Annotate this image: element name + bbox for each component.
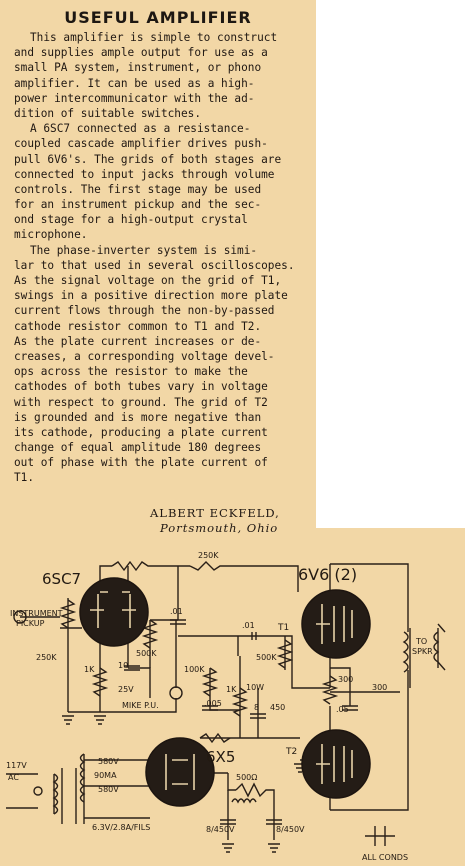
article-line: its cathode, producing a plate current bbox=[14, 425, 268, 439]
tube-6sc7 bbox=[79, 577, 149, 647]
article-line: coupled cascade amplifier drives push- bbox=[14, 137, 268, 151]
article-line: cathode resistor common to T1 and T2. bbox=[14, 319, 262, 333]
article-line: A 6SC7 connected as a resistance- bbox=[30, 122, 251, 136]
label-8-450v-a: 8/450V bbox=[206, 825, 235, 834]
label-1k-mid: 1K bbox=[226, 685, 237, 694]
article-line: dition of suitable switches. bbox=[14, 106, 202, 120]
label-6sc7: 6SC7 bbox=[42, 570, 81, 588]
article-line: current flows through the non-by-passed bbox=[14, 304, 275, 318]
label-10w: 10W bbox=[246, 683, 264, 692]
article-line: T1. bbox=[14, 471, 35, 485]
label-t2: T2 bbox=[285, 747, 297, 757]
article-line: microphone. bbox=[14, 228, 88, 242]
article-line: This amplifier is simple to construct bbox=[30, 31, 278, 44]
label-fils: 6.3V/2.8A/FILS bbox=[92, 823, 150, 832]
article-line: and supplies ample output for use as a bbox=[14, 46, 268, 60]
article-line: cathodes of both tubes vary in voltage bbox=[14, 380, 268, 394]
article-line: change of equal amplitude 180 degrees bbox=[14, 441, 262, 455]
label-mike-pu: MIKE P.U. bbox=[122, 701, 159, 710]
label-to: TO bbox=[415, 637, 427, 646]
label-250k-top: 250K bbox=[198, 551, 219, 560]
article-line: creases, a corresponding voltage devel- bbox=[14, 349, 275, 363]
article-line: with respect to ground. The grid of T2 bbox=[14, 395, 268, 409]
amplifier-schematic: 6SC7 6V6 (2) 6X5 INSTRUMENT PICKUP 250K … bbox=[6, 551, 446, 862]
article-line: controls. The first stage may be used bbox=[14, 182, 262, 196]
article-line: power intercommunicator with the ad- bbox=[14, 91, 255, 105]
label-6v6: 6V6 (2) bbox=[298, 565, 357, 584]
label-580v-a: 580V bbox=[98, 757, 119, 766]
label-300b: 300 bbox=[372, 683, 387, 692]
label-ac: AC bbox=[8, 773, 19, 782]
article-title: USEFUL AMPLIFIER bbox=[64, 8, 252, 27]
label-500k-right: 500K bbox=[256, 653, 277, 662]
label-1k-left: 1K bbox=[84, 665, 95, 674]
input-jacks bbox=[13, 610, 183, 796]
author-location: Portsmouth, Ohio bbox=[160, 521, 279, 535]
tube-6v6-t2 bbox=[301, 729, 371, 799]
label-pickup: PICKUP bbox=[16, 619, 45, 628]
article-line: ond stage for a high-output crystal bbox=[14, 213, 248, 227]
tube-6x5 bbox=[145, 737, 215, 807]
label-90ma: 90MA bbox=[94, 771, 117, 780]
article-body: This amplifier is simple to construct an… bbox=[14, 30, 307, 486]
resistor-symbols bbox=[59, 599, 339, 744]
article-line: small PA system, instrument, or phono bbox=[14, 61, 262, 75]
article-line: for an instrument pickup and the sec- bbox=[14, 198, 262, 212]
article-line: connected to input jacks through volume bbox=[14, 167, 275, 181]
label-300: 300 bbox=[338, 675, 353, 684]
label-005: .005 bbox=[204, 699, 222, 708]
author-name: ALBERT ECKFELD, bbox=[150, 506, 280, 520]
article-line: out of phase with the plate current of bbox=[14, 456, 268, 470]
paper-background bbox=[0, 0, 316, 866]
label-117v: 117V bbox=[6, 761, 27, 770]
label-01-a: .01 bbox=[170, 607, 183, 616]
label-100k: 100K bbox=[184, 665, 205, 674]
label-250k-left: 250K bbox=[36, 653, 57, 662]
label-10: 10 bbox=[118, 661, 128, 670]
article-line: The phase-inverter system is simi- bbox=[30, 243, 258, 257]
article-line: is grounded and is more negative than bbox=[14, 410, 262, 424]
label-spkr: SPKR bbox=[412, 647, 433, 656]
coil-symbols bbox=[52, 631, 440, 815]
article-line: As the signal voltage on the grid of T1, bbox=[14, 274, 282, 287]
article-line: ops across the resistor to make the bbox=[14, 365, 248, 379]
capacitor-symbols bbox=[124, 619, 358, 825]
article-line: As the plate current increases or de- bbox=[14, 334, 262, 348]
tube-6v6-t1 bbox=[301, 589, 371, 659]
label-580v-b: 580V bbox=[98, 785, 119, 794]
label-6x5: 6X5 bbox=[206, 748, 235, 766]
label-all-conds: ALL CONDS bbox=[362, 853, 408, 862]
article-line: lar to that used in several oscilloscope… bbox=[14, 258, 295, 272]
label-25v: 25V bbox=[118, 685, 134, 694]
label-8: 8 bbox=[254, 703, 259, 712]
label-500-ohm: 500Ω bbox=[236, 773, 257, 782]
article-line: swings in a positive direction more plat… bbox=[14, 289, 288, 303]
label-t1: T1 bbox=[277, 623, 289, 633]
label-500k-mid: 500K bbox=[136, 649, 157, 658]
label-05: .05 bbox=[336, 705, 349, 714]
label-instrument: INSTRUMENT bbox=[10, 609, 63, 618]
label-01-b: .01 bbox=[242, 621, 255, 630]
label-8-450v-b: 8/450V bbox=[276, 825, 305, 834]
label-450: 450 bbox=[270, 703, 285, 712]
article-line: amplifier. It can be used as a high- bbox=[14, 76, 255, 90]
article-line: pull 6V6's. The grids of both stages are bbox=[14, 152, 282, 166]
